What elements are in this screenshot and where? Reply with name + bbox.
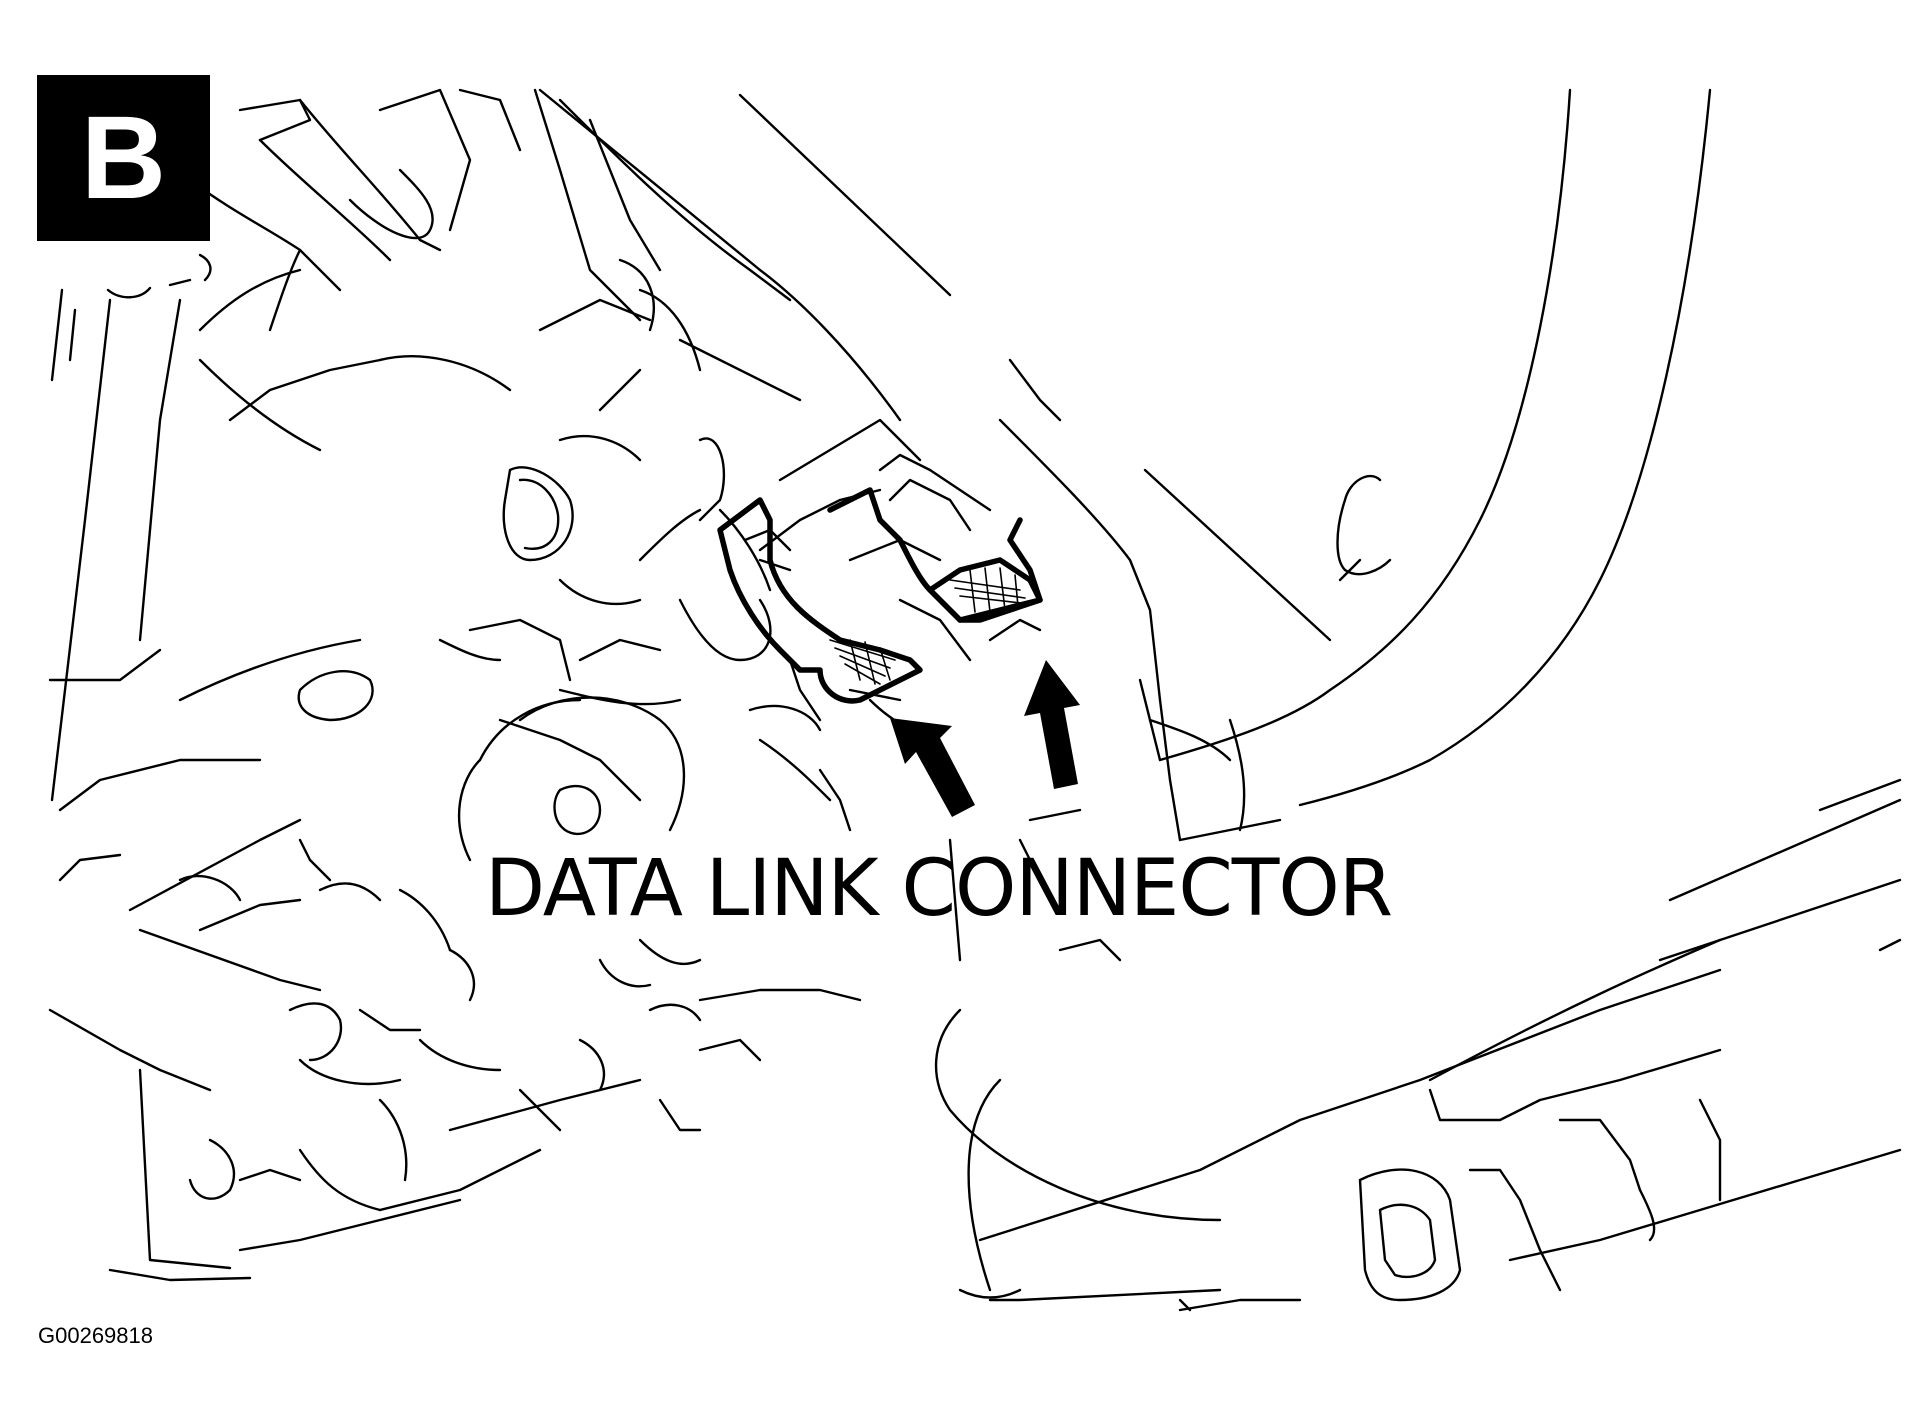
panel-label-badge: B <box>37 75 210 241</box>
data-link-connector-lower <box>717 497 923 704</box>
arrow-icon <box>1024 660 1080 789</box>
data-link-connector-upper <box>827 453 1043 623</box>
round-component <box>457 696 686 862</box>
right-door-panel <box>998 88 1712 962</box>
left-trim-panel <box>48 253 252 1282</box>
arrow-icon <box>890 718 975 817</box>
callout-label: DATA LINK CONNECTOR <box>485 844 1393 934</box>
lower-left-structure <box>58 758 862 1252</box>
mid-dash-components <box>178 368 902 832</box>
panel-label-text: B <box>80 92 167 224</box>
upper-dash-frame <box>188 88 952 452</box>
lower-right-console <box>934 778 1902 1312</box>
figure-id: G00269818 <box>38 1323 153 1348</box>
